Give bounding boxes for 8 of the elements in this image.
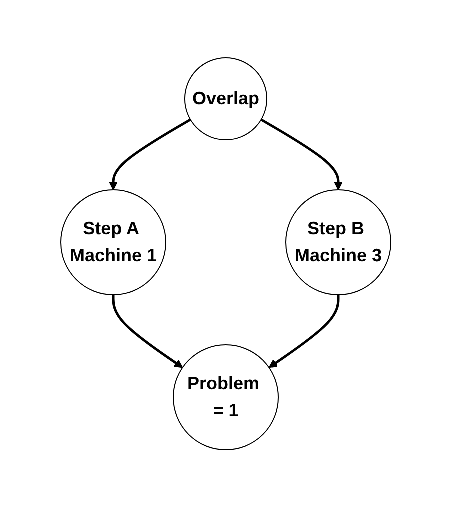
arrow: [268, 296, 340, 369]
arrow: [108, 119, 191, 191]
arrow: [260, 119, 342, 191]
arrow: [112, 296, 183, 369]
node-circle: Step A Machine 1: [60, 190, 166, 296]
node-circle: Step B Machine 3: [285, 190, 391, 296]
node-circle: Overlap: [184, 58, 268, 142]
node-circle: Problem = 1: [172, 345, 278, 452]
